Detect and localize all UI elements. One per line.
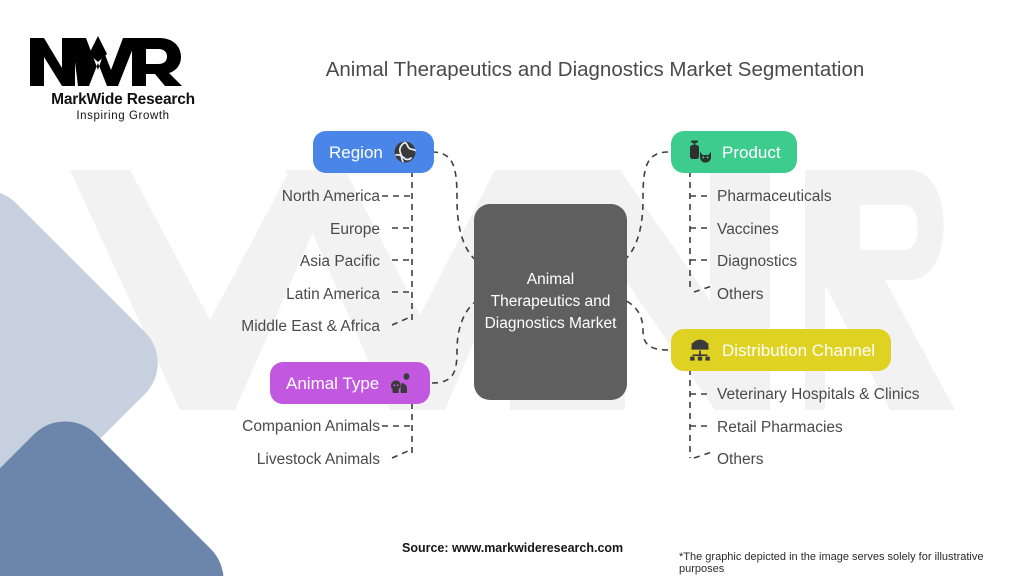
branch-label-distribution-channel: Distribution Channel bbox=[722, 340, 876, 360]
branch-label-product: Product bbox=[722, 142, 781, 162]
disclaimer-text: *The graphic depicted in the image serve… bbox=[679, 551, 984, 575]
branch-label-region: Region bbox=[329, 142, 383, 162]
source-text: Source: www.markwideresearch.com bbox=[402, 541, 624, 555]
distribution-hub-icon bbox=[687, 337, 713, 363]
leaf-list-animal-type: Companion Animals Livestock Animals bbox=[40, 419, 380, 467]
leaf-item: Livestock Animals bbox=[256, 450, 380, 468]
branch-node-distribution-channel[interactable]: Distribution Channel bbox=[671, 329, 892, 371]
branch-node-animal-type[interactable]: Animal Type bbox=[270, 362, 431, 404]
leaf-item: North America bbox=[281, 188, 380, 205]
leaf-list-region: North America Europe Asia Pacific Latin … bbox=[40, 189, 380, 335]
leaf-list-product: Pharmaceuticals Vaccines Diagnostics Oth… bbox=[717, 189, 1017, 302]
globe-icon bbox=[392, 139, 418, 165]
leaf-item: Veterinary Hospitals & Clinics bbox=[717, 386, 920, 403]
leaf-list-distribution-channel: Veterinary Hospitals & Clinics Retail Ph… bbox=[717, 387, 1017, 468]
pet-care-bottle-cat-icon bbox=[687, 139, 713, 165]
center-node-label: Animal Therapeutics and Diagnostics Mark… bbox=[484, 271, 617, 332]
leaf-item: Asia Pacific bbox=[299, 253, 380, 270]
branch-label-animal-type: Animal Type bbox=[286, 373, 380, 393]
branch-node-region[interactable]: Region bbox=[313, 131, 434, 173]
leaf-item: Middle East & Africa bbox=[241, 318, 380, 335]
leaf-item: Latin America bbox=[286, 285, 380, 303]
leaf-item: Companion Animals bbox=[242, 418, 380, 435]
center-node[interactable]: Animal Therapeutics and Diagnostics Mark… bbox=[474, 204, 627, 400]
logo-tagline: Inspiring Growth bbox=[76, 110, 170, 122]
logo-mwr-mark-icon bbox=[30, 36, 182, 86]
pets-icon bbox=[388, 370, 414, 396]
leaf-item: Vaccines bbox=[717, 220, 779, 238]
leaf-item: Europe bbox=[330, 220, 380, 238]
leaf-item: Retail Pharmacies bbox=[717, 418, 843, 436]
logo-company-name: MarkWide Research bbox=[51, 91, 195, 108]
branch-node-product[interactable]: Product bbox=[671, 131, 797, 173]
page-title: Animal Therapeutics and Diagnostics Mark… bbox=[325, 58, 865, 81]
leaf-item: Others bbox=[717, 451, 764, 468]
brand-logo: MarkWide Research Inspiring Growth bbox=[28, 32, 218, 122]
leaf-item: Others bbox=[717, 285, 764, 303]
leaf-item: Pharmaceuticals bbox=[717, 188, 832, 205]
leaf-item: Diagnostics bbox=[717, 253, 798, 270]
